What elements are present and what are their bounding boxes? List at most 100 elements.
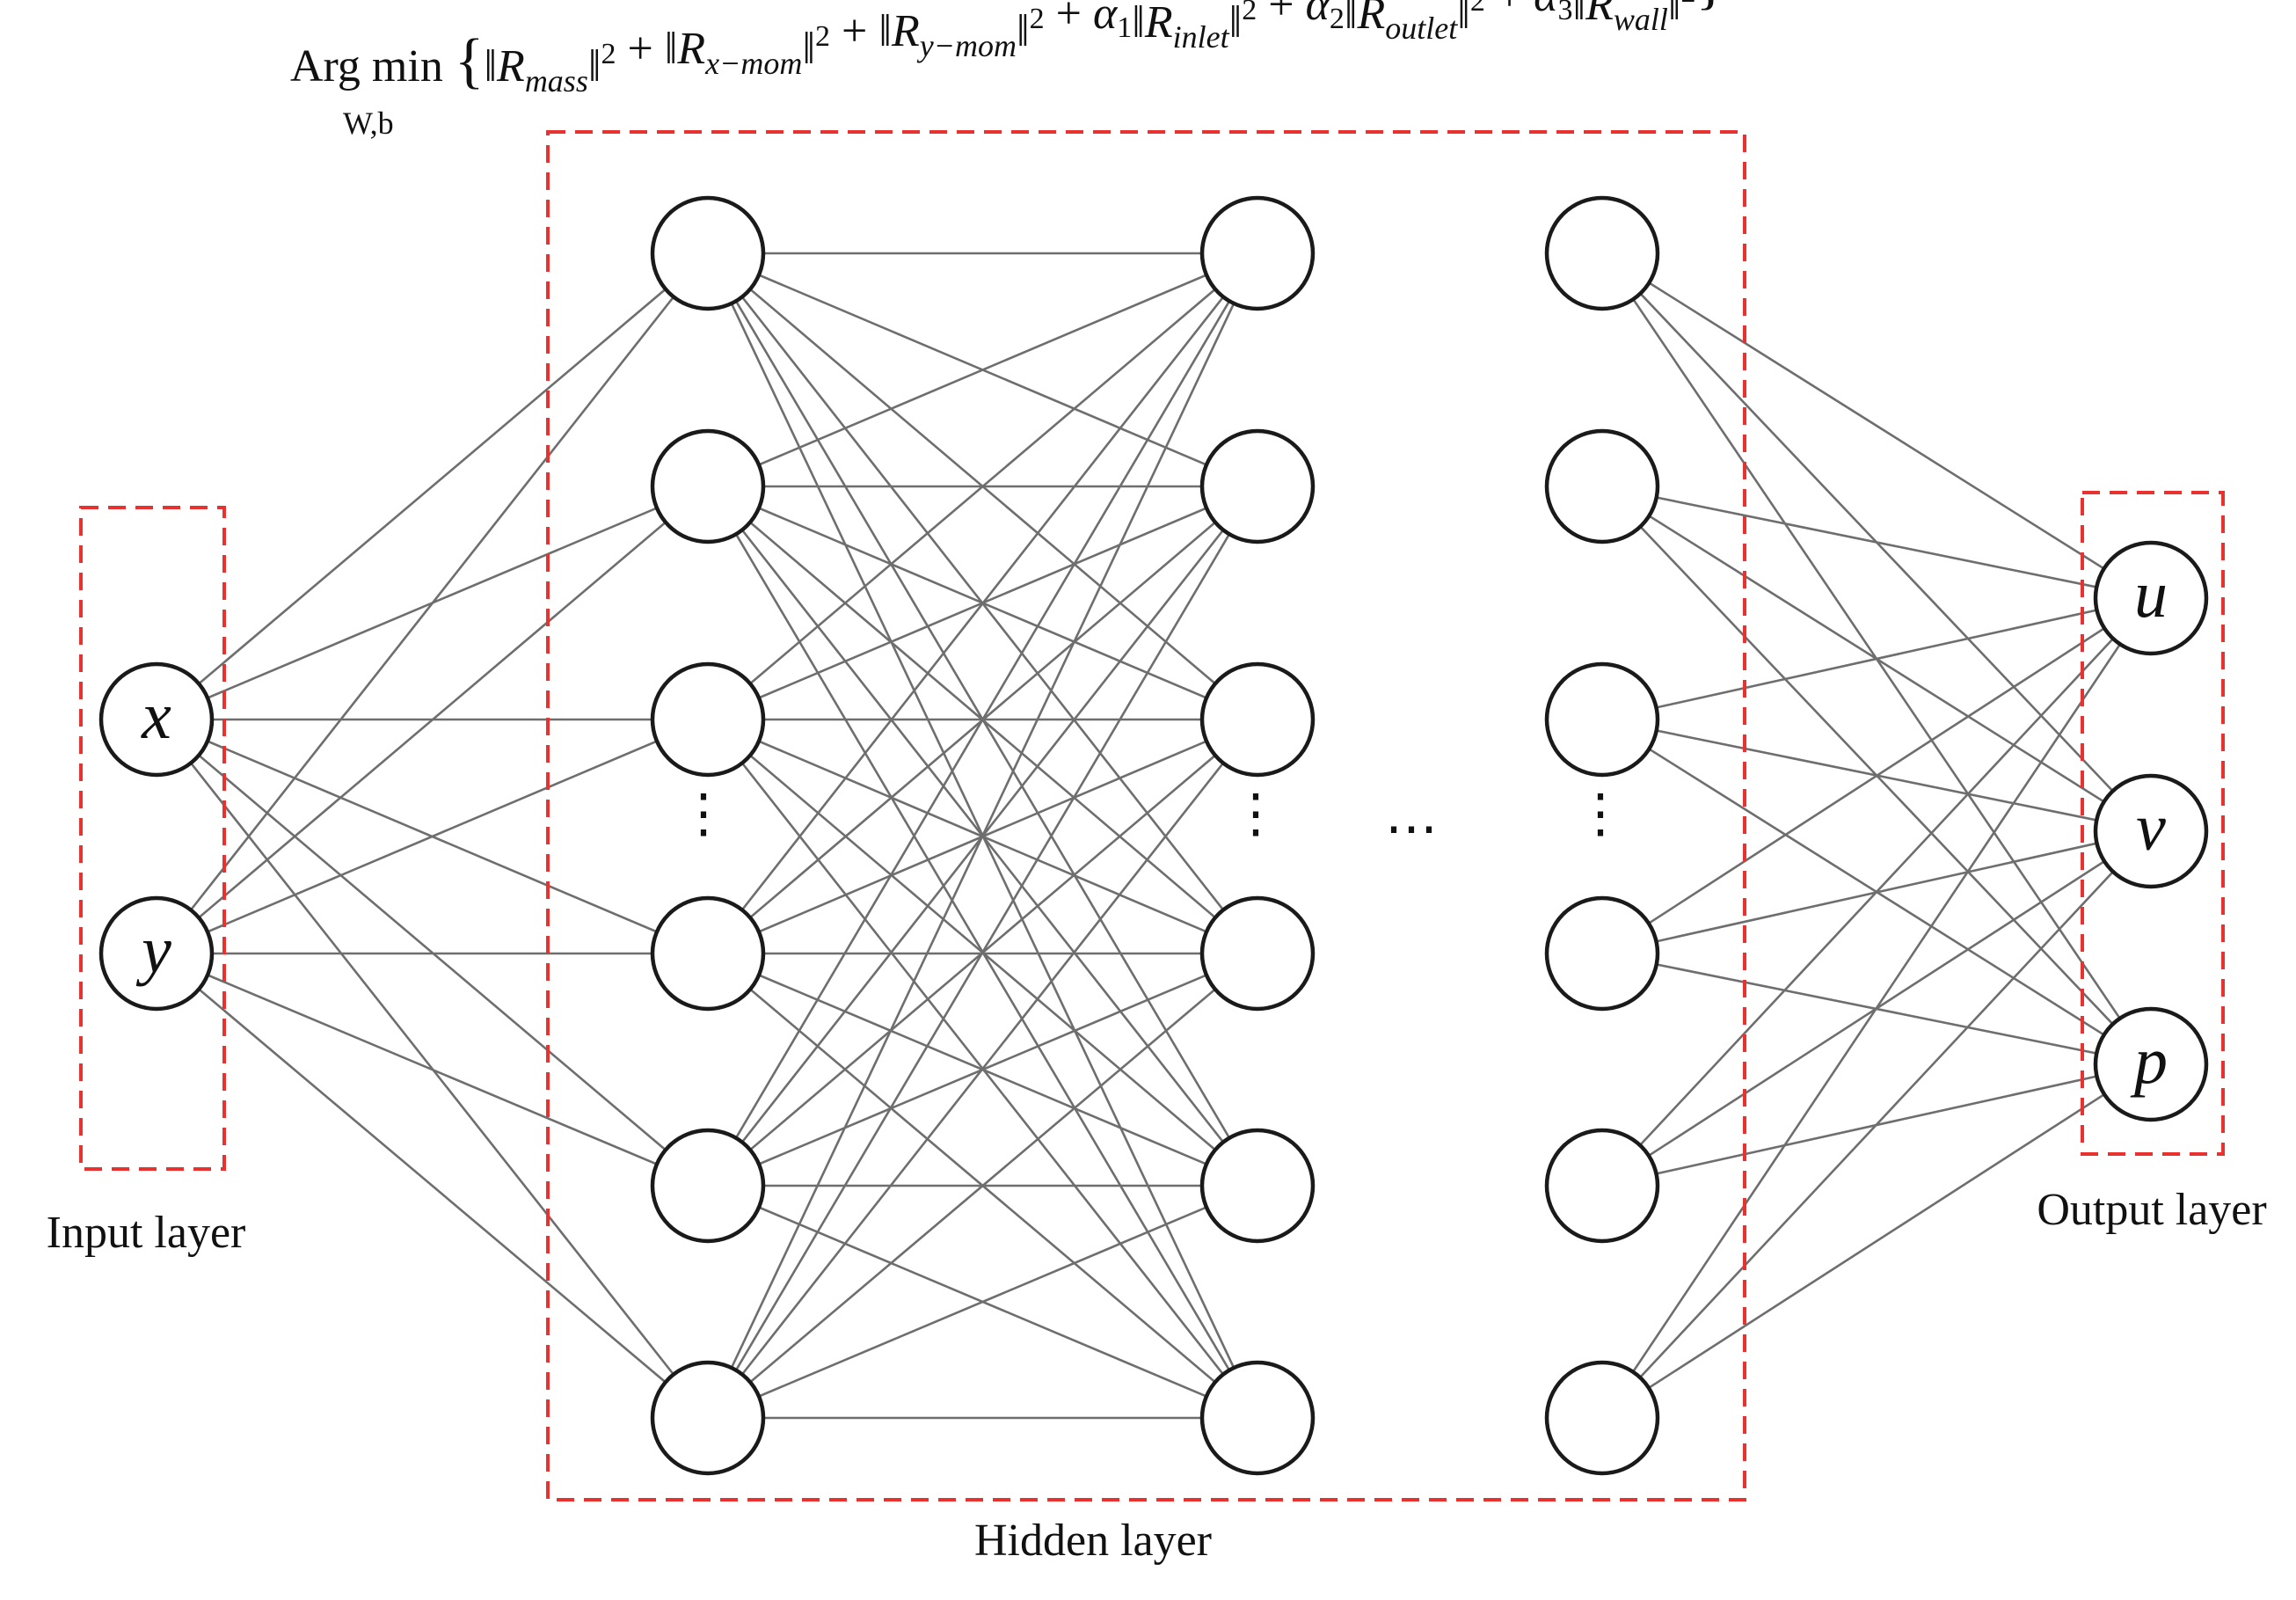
edge-hidden1-1-to-hidden2-0 (707, 252, 1258, 488)
hidden-layer-1-node-6 (650, 1360, 766, 1476)
hidden-layer-1-node-4 (650, 895, 766, 1012)
edge-hidden1-3-to-hidden2-0 (706, 252, 1259, 954)
objective-residual-subscript: inlet (1173, 19, 1230, 55)
edge-hidden3-4-to-output-0 (1601, 597, 2152, 1187)
hidden-layer-3-node-5 (1544, 1128, 1660, 1244)
edge-input-1-to-hidden1-2 (156, 718, 709, 955)
objective-norm-close: ‖ (802, 24, 815, 74)
hidden-layer-box (546, 130, 1746, 1501)
hidden-layer-1-node-5 (650, 1128, 766, 1244)
hidden-layer-1-node-2 (650, 428, 766, 544)
objective-norm-close: ‖ (1457, 0, 1470, 39)
objective-weight-symbol: α (1534, 0, 1559, 21)
objective-weight-index: 1 (1117, 11, 1132, 44)
output-layer-caption: Output layer (2037, 1185, 2266, 1235)
hidden-layer-3-node-3 (1544, 661, 1660, 778)
edge-hidden3-5-to-output-1 (1601, 830, 2152, 1419)
hidden-layers-horizontal-ellipsis: ⋯ (1385, 800, 1438, 858)
objective-plus: + (616, 24, 664, 74)
objective-power: 2 (1470, 0, 1485, 18)
hidden-layer-2-node-6 (1199, 1360, 1316, 1476)
objective-power: 2 (1680, 0, 1695, 9)
hidden-layer-2-vertical-ellipsis: ⋮ (1229, 785, 1282, 843)
objective-norm-open: ‖ (1572, 0, 1585, 30)
objective-power: 2 (601, 38, 616, 70)
hidden-layer-caption: Hidden layer (974, 1516, 1212, 1566)
objective-plus: + (1485, 0, 1534, 21)
edge-hidden3-0-to-output-0 (1601, 252, 2152, 600)
edge-input-1-to-hidden1-4 (156, 952, 709, 1187)
hidden-layer-3-vertical-ellipsis: ⋮ (1574, 785, 1627, 843)
objective-weight-index: 3 (1557, 0, 1572, 26)
output-node-u (2093, 540, 2209, 656)
edge-hidden3-5-to-output-2 (1601, 1063, 2152, 1420)
hidden-layer-2-node-3 (1199, 661, 1316, 778)
objective-residual-symbol: R (1356, 0, 1385, 39)
objective-residual-subscript: x−mom (704, 46, 802, 81)
output-layer-box (2081, 491, 2225, 1156)
edge-hidden1-2-to-hidden2-0 (707, 252, 1258, 720)
objective-norm-open: ‖ (665, 24, 678, 74)
edge-hidden1-5-to-hidden2-3 (707, 953, 1258, 1419)
edge-input-1-to-hidden1-0 (155, 252, 710, 954)
connection-edges (155, 252, 2153, 1420)
edge-input-1-to-hidden1-1 (156, 486, 709, 954)
output-node-p (2093, 1006, 2209, 1122)
input-layer-caption: Input layer (47, 1208, 246, 1258)
hidden-layer-2-node-2 (1199, 428, 1316, 544)
hidden-layer-1-node-1 (650, 195, 766, 311)
objective-norm-open: ‖ (878, 6, 892, 56)
output-node-label-u: u (2134, 558, 2168, 632)
objective-residual-subscript: outlet (1385, 11, 1458, 46)
objective-norm-open: ‖ (1345, 0, 1358, 39)
input-layer-box (79, 506, 226, 1171)
objective-plus: + (1257, 0, 1305, 30)
objective-norm-close: ‖ (1229, 0, 1243, 47)
objective-power: 2 (815, 20, 830, 53)
objective-residual-subscript: y−mom (917, 28, 1017, 63)
hidden-layer-1-node-3 (650, 661, 766, 778)
edge-hidden1-5-to-hidden2-4 (707, 1184, 1258, 1420)
objective-norm-close: ‖ (1017, 6, 1030, 56)
edge-hidden3-5-to-output-0 (1600, 597, 2153, 1419)
objective-plus: + (830, 6, 878, 56)
input-node-label-x: x (141, 679, 171, 753)
objective-residual-symbol: R (1585, 0, 1614, 30)
objective-residual-symbol: R (676, 24, 705, 74)
edge-input-1-to-hidden1-5 (156, 953, 709, 1419)
input-node-y (98, 895, 215, 1012)
output-node-label-v: v (2136, 791, 2166, 865)
objective-norm-close: ‖ (1668, 0, 1681, 30)
input-node-label-y: y (135, 913, 171, 987)
objective-norm-open: ‖ (484, 41, 497, 91)
objective-plus: + (1045, 0, 1093, 39)
edge-hidden1-5-to-hidden2-2 (706, 719, 1259, 1419)
objective-power: 2 (1242, 0, 1257, 26)
hidden-layer-1-vertical-ellipsis: ⋮ (677, 785, 730, 843)
objective-operator-subscript: W,b (343, 106, 394, 141)
objective-residual-symbol: R (891, 6, 920, 56)
edge-hidden1-5-to-hidden2-0 (706, 252, 1259, 1419)
hidden-layer-3-node-6 (1544, 1360, 1660, 1476)
objective-residual-subscript: mass (525, 63, 588, 99)
objective-residual-symbol: R (496, 41, 525, 91)
input-node-x (98, 661, 215, 778)
objective-residual-symbol: R (1144, 0, 1173, 47)
objective-power: 2 (1030, 3, 1045, 35)
objective-operator: Arg min (290, 41, 455, 91)
hidden-layer-2-node-1 (1199, 195, 1316, 311)
objective-weight-symbol: α (1093, 0, 1119, 39)
edge-input-0-to-hidden1-0 (156, 252, 709, 720)
edge-hidden3-2-to-output-0 (1601, 596, 2152, 721)
hidden-layer-3-node-1 (1544, 195, 1660, 311)
edge-hidden3-1-to-output-0 (1601, 485, 2152, 600)
output-node-v (2093, 773, 2209, 889)
hidden-layer-3-node-4 (1544, 895, 1660, 1012)
objective-open-brace: { (455, 27, 485, 95)
objective-weight-symbol: α (1306, 0, 1331, 30)
objective-weight-index: 2 (1330, 3, 1345, 35)
objective-function: Arg min {‖Rmass‖2 + ‖Rx−mom‖2 + ‖Ry−mom‖… (290, 0, 1725, 99)
edge-hidden1-5-to-hidden2-1 (706, 486, 1259, 1419)
